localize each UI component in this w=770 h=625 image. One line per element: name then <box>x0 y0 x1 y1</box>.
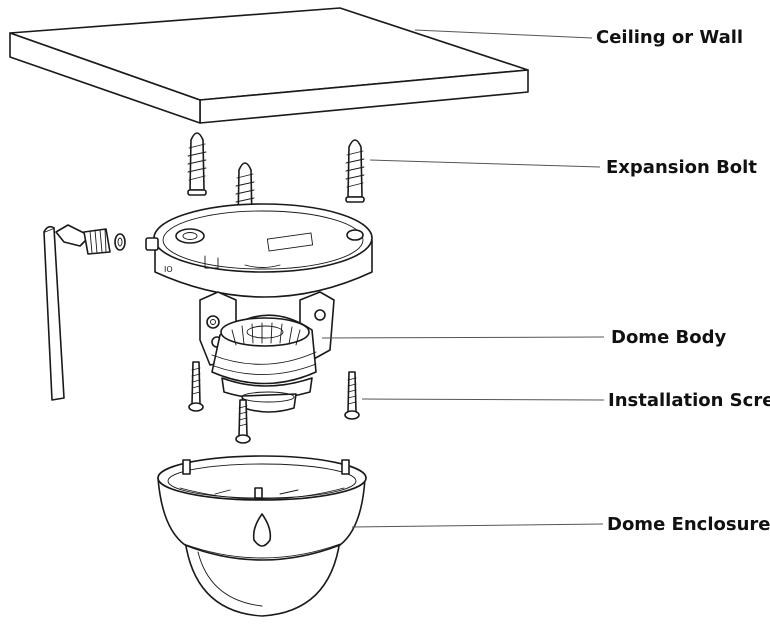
base-mark: IO <box>164 265 173 274</box>
expansion-bolt-right <box>346 140 364 202</box>
label-ceiling-or-wall: Ceiling or Wall <box>596 27 743 48</box>
label-expansion-bolt: Expansion Bolt <box>606 157 757 178</box>
installation-screw-left <box>189 362 203 411</box>
ceiling-plate <box>10 8 528 123</box>
antenna <box>44 225 125 400</box>
label-dome-body: Dome Body <box>611 327 727 348</box>
label-dome-enclosure: Dome Enclosure <box>607 514 770 535</box>
expansion-bolt-left <box>188 133 206 195</box>
dome-enclosure <box>158 456 366 616</box>
installation-screw-right <box>345 372 359 419</box>
label-installation-screw: Installation Screw <box>608 390 770 411</box>
dome-body: IO <box>146 204 372 412</box>
